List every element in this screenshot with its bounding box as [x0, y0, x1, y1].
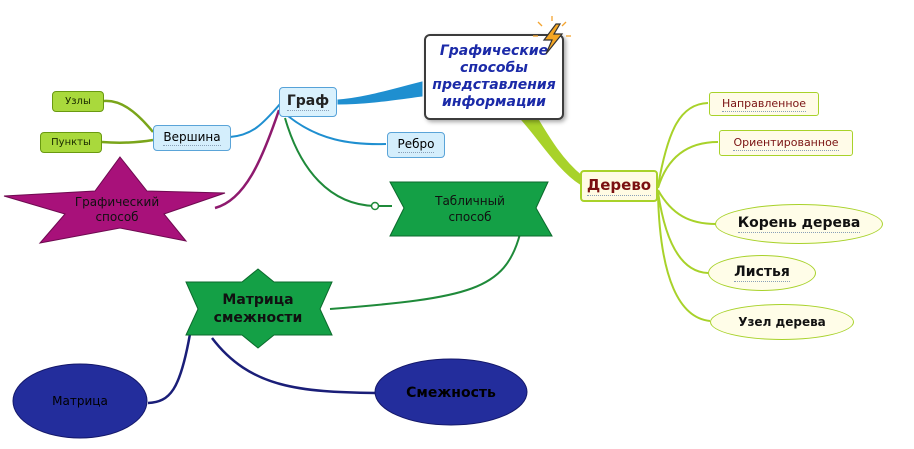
central-topic[interactable]: Графические способы представления информ…: [424, 34, 564, 120]
matrica-smezhnosti-line-1: Матрица: [222, 292, 294, 308]
matrica-ellipse-shape: [12, 363, 148, 439]
punkty-label: Пункты: [51, 137, 91, 148]
koren-dereva-node[interactable]: Корень дерева: [715, 204, 883, 244]
vershina-label: Вершина: [163, 130, 221, 146]
listya-node[interactable]: Листья: [708, 255, 816, 291]
uzly-label: Узлы: [65, 96, 91, 107]
matrica-node[interactable]: Матрица: [24, 390, 136, 412]
central-topic-line-2: способы: [460, 60, 528, 76]
orientirovannoe-node[interactable]: Ориентированное: [719, 130, 853, 156]
link-matrica-smezh-matrica: [147, 333, 192, 405]
graf-node[interactable]: Граф: [279, 87, 337, 117]
link-central-derevo: [518, 115, 583, 185]
vershina-node[interactable]: Вершина: [153, 125, 231, 151]
uzel-dereva-label: Узел дерева: [738, 315, 826, 329]
derevo-label: Дерево: [586, 176, 652, 196]
link-matrica-smezh-smezhnost: [211, 337, 377, 395]
central-topic-line-4: информации: [442, 94, 546, 110]
lightning-icon: [533, 16, 571, 55]
link-central-graf: [337, 81, 423, 105]
link-derevo-uzel: [657, 193, 711, 322]
link-tablichnyy-matrica: [329, 233, 521, 310]
tablichnyy-line-1: Табличный: [435, 194, 505, 208]
link-derevo-listya: [657, 191, 709, 274]
matrica-smezhnosti-shape: [185, 268, 333, 349]
link-derevo-orientirovannoe: [657, 141, 719, 189]
graf-label: Граф: [286, 93, 330, 111]
matrica-smezhnosti-node[interactable]: Матрица смежности: [200, 289, 316, 329]
link-graf-graficheskiy: [214, 109, 281, 210]
orientirovannoe-label: Ориентированное: [733, 135, 839, 151]
central-topic-line-1: Графические: [439, 43, 549, 59]
uzly-node[interactable]: Узлы: [52, 91, 104, 112]
graficheskiy-star-shape: [3, 156, 226, 244]
tablichnyy-shape: [389, 181, 553, 237]
graficheskiy-node[interactable]: Графический способ: [52, 192, 182, 228]
smezhnost-label: Смежность: [406, 385, 496, 401]
link-derevo-napravlennoe: [657, 102, 709, 187]
central-topic-line-3: представления: [432, 77, 556, 93]
rebro-label: Ребро: [397, 137, 435, 153]
link-vershina-punkty: [101, 138, 154, 144]
uzel-dereva-node[interactable]: Узел дерева: [710, 304, 854, 340]
link-graf-tablichnyy: [284, 117, 392, 207]
tablichnyy-node[interactable]: Табличный способ: [405, 190, 535, 228]
smezhnost-ellipse-shape: [374, 358, 528, 426]
derevo-node[interactable]: Дерево: [580, 170, 658, 202]
link-graf-vershina: [229, 103, 281, 138]
link-derevo-koren: [657, 189, 717, 225]
napravlennoe-label: Направленное: [721, 96, 807, 112]
link-vershina-uzly: [103, 99, 154, 133]
link-graf-rebro: [287, 115, 387, 146]
tablichnyy-line-2: способ: [448, 210, 492, 224]
link-junction: [370, 201, 380, 211]
graficheskiy-line-1: Графический: [74, 195, 160, 209]
graficheskiy-line-2: способ: [95, 210, 139, 224]
matrica-smezhnosti-line-2: смежности: [213, 310, 303, 326]
matrica-label: Матрица: [52, 394, 108, 408]
punkty-node[interactable]: Пункты: [40, 132, 102, 153]
koren-dereva-label: Корень дерева: [737, 215, 861, 233]
smezhnost-node[interactable]: Смежность: [386, 381, 516, 405]
napravlennoe-node[interactable]: Направленное: [709, 92, 819, 116]
rebro-node[interactable]: Ребро: [387, 132, 445, 158]
listya-label: Листья: [734, 264, 790, 282]
